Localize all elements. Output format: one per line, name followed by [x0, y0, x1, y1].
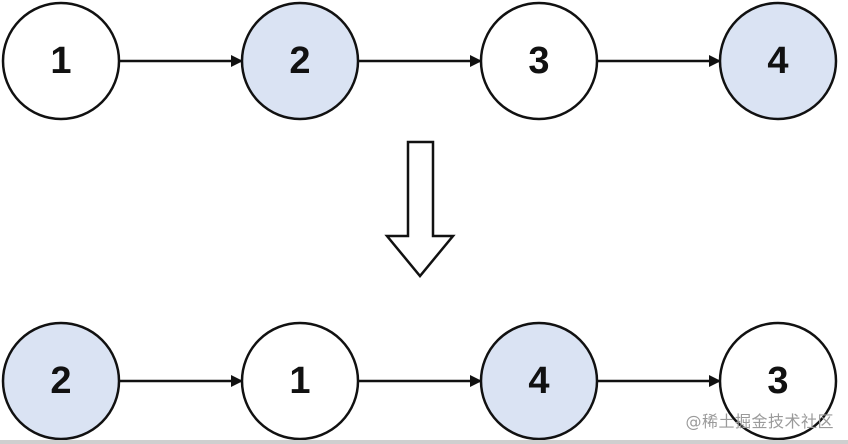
node-value-label: 3: [767, 360, 788, 402]
node-value-label: 4: [528, 360, 549, 402]
watermark: @稀土掘金技术社区: [685, 412, 834, 431]
node-value-label: 1: [50, 40, 71, 82]
list-node: 4: [479, 321, 599, 441]
bottom-edge-strip: [0, 440, 848, 444]
node-value-label: 1: [289, 360, 310, 402]
node-value-label: 2: [50, 360, 71, 402]
node-circle: [479, 321, 599, 441]
node-value-label: 2: [289, 40, 310, 82]
list-node: 1: [1, 1, 121, 121]
list-node: 3: [718, 321, 838, 441]
node-circle: [718, 1, 838, 121]
swapped-list-row: 2 1 4 3: [1, 321, 838, 441]
list-node: 1: [240, 321, 360, 441]
node-circle: [1, 321, 121, 441]
list-node: 2: [1, 321, 121, 441]
original-list-row: 1 2 3 4: [1, 1, 838, 121]
transform-down-arrow-icon: [384, 140, 456, 278]
list-node: 3: [479, 1, 599, 121]
node-circle: [479, 1, 599, 121]
node-circle: [1, 1, 121, 121]
list-node: 2: [240, 1, 360, 121]
node-circle: [718, 321, 838, 441]
list-node: 4: [718, 1, 838, 121]
node-circle: [240, 1, 360, 121]
node-value-label: 4: [767, 40, 788, 82]
node-value-label: 3: [528, 40, 549, 82]
node-circle: [240, 321, 360, 441]
